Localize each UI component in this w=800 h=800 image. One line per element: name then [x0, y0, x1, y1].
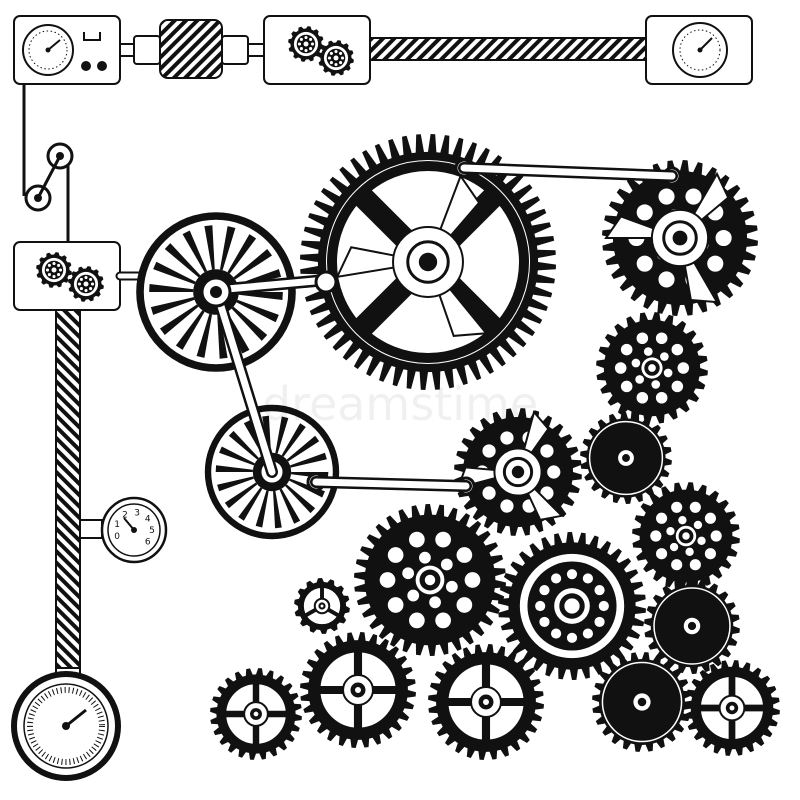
pulley-linkage [22, 84, 74, 242]
gauge-number: 0 [114, 532, 120, 542]
gear-icon [300, 632, 416, 748]
gear-icon [428, 644, 544, 760]
gauge-number: 4 [145, 514, 151, 524]
gear-icon [294, 578, 350, 634]
roller-coupling [119, 19, 265, 79]
threaded-shaft-left [55, 309, 81, 675]
gear-icon [632, 482, 740, 590]
gauge-number: 6 [145, 538, 151, 548]
gear-icon [592, 652, 692, 752]
small-gear-icon [318, 40, 354, 76]
gearbox-top [263, 15, 371, 85]
control-box-top-left [13, 15, 121, 85]
threaded-shaft-top [369, 37, 647, 61]
gear-hub-icon [327, 161, 529, 363]
gear-icon [684, 660, 780, 756]
gauge-number: 5 [149, 526, 155, 536]
gear-hub-icon [456, 410, 564, 521]
gear-icon [596, 312, 708, 424]
small-gear-icon [36, 252, 72, 288]
small-gear-icon [288, 26, 324, 62]
gear-icon [498, 532, 646, 680]
connecting-rods [200, 162, 678, 492]
gear-cluster [210, 134, 780, 760]
switch-icon [83, 32, 101, 41]
gauge-number: 2 [122, 510, 128, 520]
large-gauge [11, 667, 121, 781]
gear-icon [580, 412, 672, 504]
gauge-number: 1 [114, 520, 120, 530]
small-gear-icon [68, 266, 104, 302]
gear-icon [644, 578, 740, 674]
gearbox-left [13, 241, 121, 311]
dial-gauge-icon [22, 24, 74, 76]
knob-icon [97, 61, 107, 71]
gauge-number: 3 [134, 508, 140, 518]
knob-icon [81, 61, 91, 71]
gear-hub-icon [604, 171, 730, 304]
gauge-box-top-right [645, 15, 753, 85]
watermark: dreamstime [262, 377, 538, 431]
gear-icon [210, 668, 302, 760]
gear-icon [354, 504, 506, 656]
dial-gauge-icon [672, 22, 728, 78]
